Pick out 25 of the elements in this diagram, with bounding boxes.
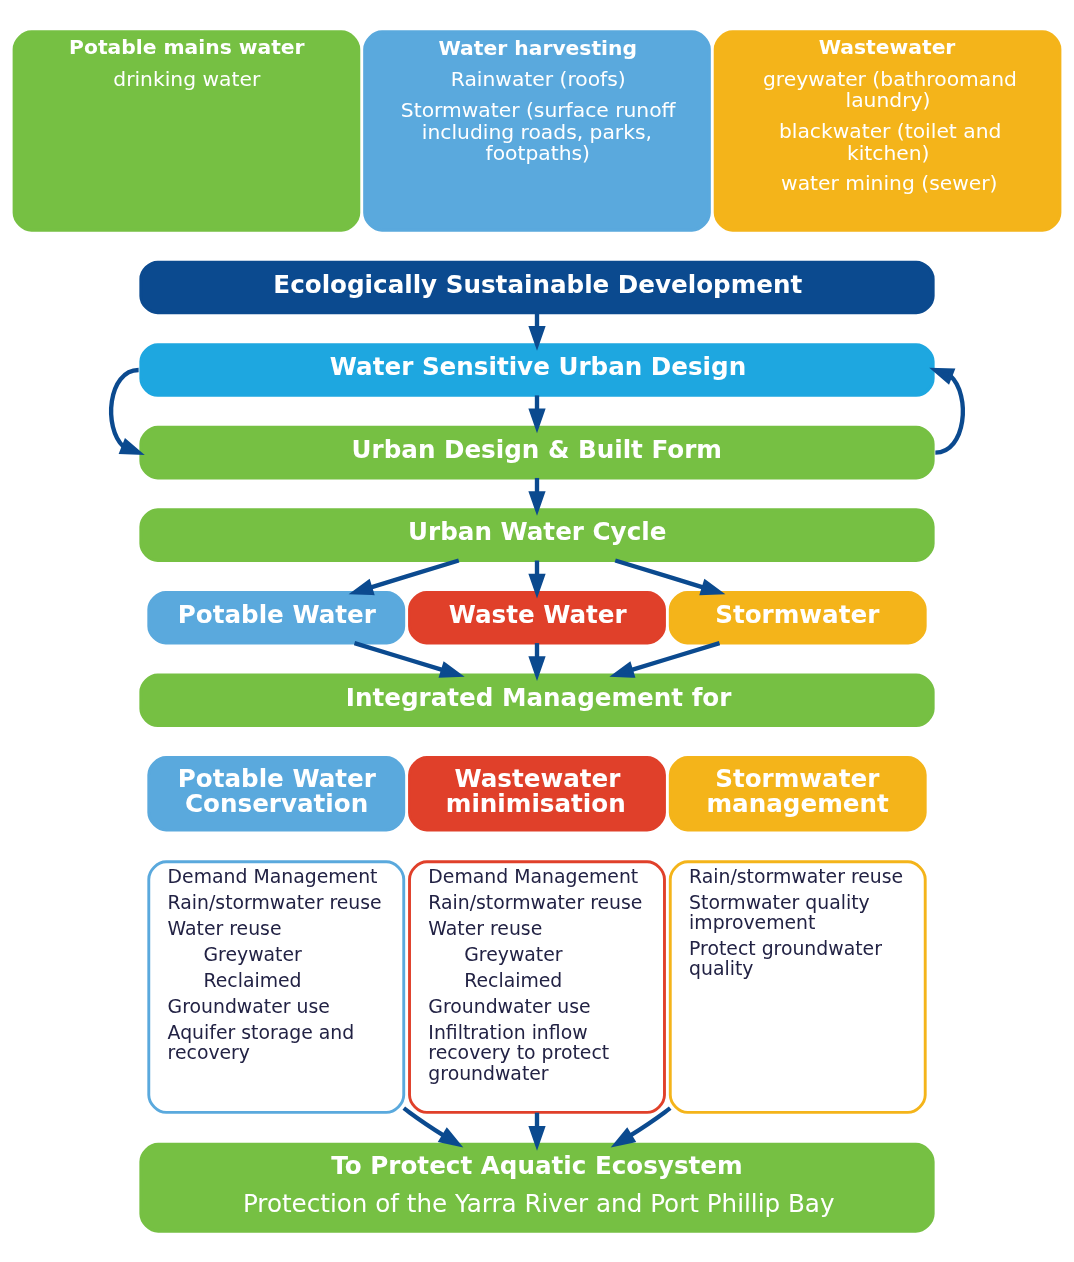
node-box: Ecologically Sustainable Development [139,260,935,314]
node-box: Stormwater [668,590,927,645]
arrow [353,640,465,678]
node-box: Urban Design & Built Form [139,425,935,479]
arrow [614,557,726,595]
node-box: Water harvesting Rainwater (roofs) Stormwater (surface runoff including roads, parks, footpaths) [363,29,711,232]
node-box: Demand Management Rain/stormwater reuse Water reuse Greywater Reclaimed Groundwater use Aquifer storage and recovery [147,859,406,1114]
arrow [609,640,721,678]
node-box: Wastewater minimisation [408,755,666,831]
node-box: Stormwater management [668,755,927,831]
node-box: Potable Water [147,590,406,645]
node-box: Demand Management Rain/stormwater reuse Water reuse Greywater Reclaimed Groundwater use Infiltration inflow recovery to protect groundwater [408,859,666,1114]
arrow [109,367,145,455]
node-box: Potable mains water drinking water [12,29,361,232]
node-box: Integrated Management for [139,673,935,727]
node-box: Water Sensitive Urban Design [139,342,935,397]
node-box: Urban Water Cycle [139,507,935,562]
node-box: To Protect Aquatic Ecosystem Protection of the Yarra River and Port Phillip Bay [139,1142,935,1233]
node-box: Potable Water Conservation [147,755,406,831]
arrow [348,557,460,595]
node-box: Rain/stormwater reuse Stormwater quality improvement Protect groundwater quality [668,859,927,1114]
arrow [402,1105,464,1147]
arrow [610,1105,672,1147]
node-box: Waste Water [408,590,666,645]
node-box: Wastewater greywater (bathroomand laundry) blackwater (toilet and kitchen) water mining (sewer) [713,29,1062,232]
